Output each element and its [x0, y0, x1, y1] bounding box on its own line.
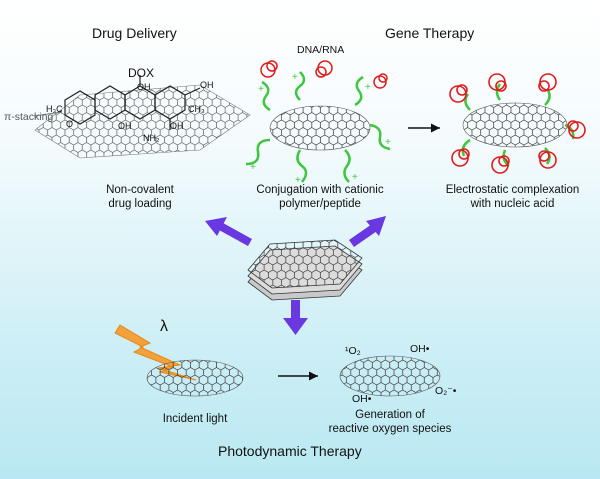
nh2-label: NH₂ — [143, 133, 160, 143]
svg-text:+: + — [250, 162, 256, 173]
dna-rna-label: DNA/RNA — [297, 44, 345, 56]
oh-label-3: OH — [118, 121, 132, 131]
arrow-to-gene-therapy — [349, 216, 386, 247]
electrostatic-caption-line1: Electrostatic complexation — [445, 184, 580, 196]
svg-text:+: + — [292, 72, 298, 83]
ros-caption-line2: reactive oxygen species — [328, 423, 452, 435]
dox-label: DOX — [128, 66, 155, 80]
conjugation-caption-line1: Conjugation with cationic — [256, 184, 384, 196]
photodynamic-therapy-title: Photodynamic Therapy — [218, 443, 362, 459]
graphene-sheet-complex — [462, 102, 568, 148]
plus-charges: + + + + + + + — [250, 72, 391, 186]
singlet-oxygen-label: ¹O₂ — [345, 345, 361, 357]
oh-label-1: OH — [137, 82, 151, 92]
pi-stacking-label: π-stacking — [4, 111, 54, 123]
purple-arrows — [205, 216, 386, 335]
lambda-label: λ — [160, 318, 168, 335]
conjugation-caption-line2: polymer/peptide — [279, 198, 361, 210]
dox-molecule-icon — [33, 75, 201, 130]
o-label: O — [66, 119, 74, 129]
svg-text:+: + — [295, 175, 301, 186]
cationic-polymer-chains — [245, 71, 391, 183]
arrow-to-drug-delivery — [205, 217, 252, 246]
graphene-sheet-gene — [269, 105, 371, 151]
graphene-sheet-light — [146, 359, 244, 397]
drug-delivery-title: Drug Delivery — [92, 25, 177, 41]
ch3-label: CH₃ — [188, 104, 205, 114]
svg-text:+: + — [365, 82, 371, 93]
graphene-stack — [247, 239, 363, 301]
svg-text:+: + — [385, 137, 391, 148]
incident-light-caption: Incident light — [162, 413, 228, 425]
gene-therapy-title: Gene Therapy — [385, 25, 475, 41]
svg-text:+: + — [352, 172, 358, 183]
graphene-sheet-ros — [339, 355, 441, 397]
oh-radical-top-label: OH• — [410, 343, 430, 355]
noncovalent-caption: Non-covalent drug loading — [70, 183, 210, 211]
oh-label-2: OH — [200, 80, 214, 90]
h3c-label: H₃C — [46, 104, 63, 114]
oh-radical-bottom-label: OH• — [352, 393, 372, 405]
oh-label-4: OH — [170, 121, 184, 131]
ros-caption: Generation of reactive oxygen species — [320, 408, 460, 436]
svg-text:+: + — [258, 84, 264, 95]
superoxide-label: O₂⁻• — [435, 385, 457, 397]
complexed-nucleic-acids — [449, 73, 586, 174]
noncovalent-caption-line2: drug loading — [108, 198, 172, 210]
electrostatic-caption: Electrostatic complexation with nucleic … — [435, 183, 590, 211]
nucleic-acid-coils — [260, 60, 388, 89]
graphene-sheet-drug — [34, 84, 251, 159]
electrostatic-caption-line2: with nucleic acid — [470, 198, 555, 210]
ros-caption-line1: Generation of — [355, 409, 425, 421]
arrow-to-photodynamic — [283, 300, 308, 335]
noncovalent-caption-line1: Non-covalent — [106, 184, 174, 196]
conjugation-caption: Conjugation with cationic polymer/peptid… — [250, 183, 390, 211]
